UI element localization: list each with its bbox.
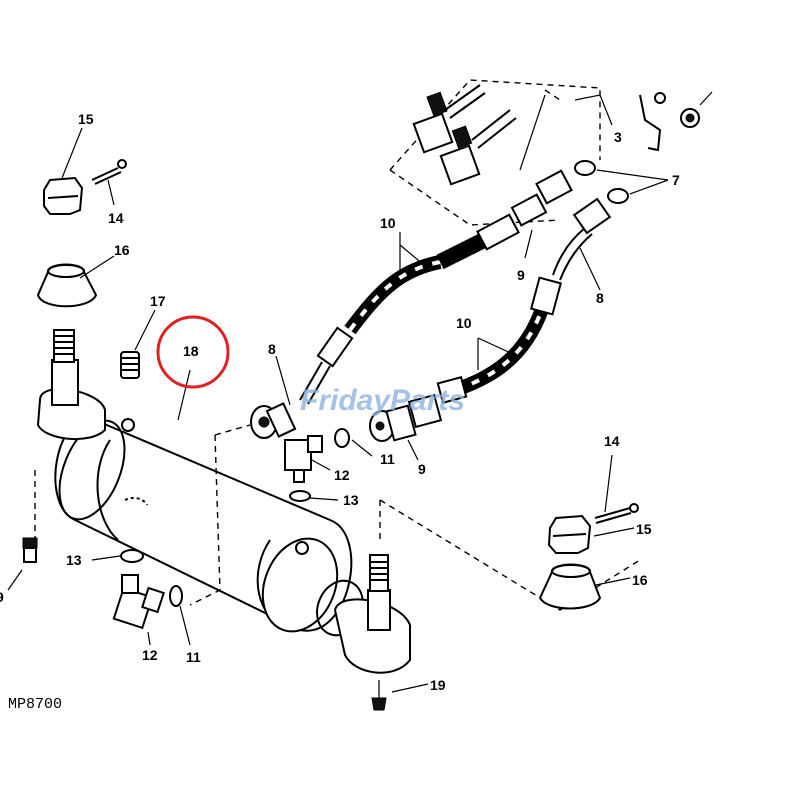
fitting-9-lower bbox=[369, 393, 443, 442]
dust-seal-16-right bbox=[538, 563, 602, 610]
callout-3: 3 bbox=[614, 129, 622, 145]
callout-10-mid: 10 bbox=[456, 315, 472, 331]
fitting-8-left bbox=[250, 402, 297, 439]
callout-15-right: 15 bbox=[636, 521, 652, 537]
watermark: FridayParts bbox=[300, 384, 465, 417]
callout-11-mid: 11 bbox=[380, 451, 395, 467]
castle-nut-15-right bbox=[547, 514, 592, 554]
highlight-circle bbox=[156, 315, 230, 389]
figure-code: MP8700 bbox=[8, 696, 62, 713]
cotter-pin-14-right bbox=[594, 503, 639, 524]
hose-lower bbox=[436, 197, 612, 404]
cotter-pin-14-left bbox=[91, 159, 127, 185]
callout-10-top: 10 bbox=[380, 215, 396, 231]
callout-16-right: 16 bbox=[632, 572, 648, 588]
elbow-12-mid bbox=[284, 428, 350, 502]
callout-7: 7 bbox=[672, 172, 680, 188]
hose-upper bbox=[299, 169, 573, 405]
castle-nut-15-left bbox=[43, 176, 84, 215]
callout-13-mid: 13 bbox=[343, 492, 359, 508]
callout-16-left: 16 bbox=[114, 242, 130, 258]
cylinder-18 bbox=[54, 418, 364, 637]
callout-14-right: 14 bbox=[604, 433, 620, 449]
upper-fittings-group: 3 bbox=[389, 79, 622, 226]
bracket bbox=[639, 91, 713, 152]
callout-12-bottom: 12 bbox=[142, 647, 158, 663]
callout-17: 17 bbox=[150, 293, 166, 309]
callout-8-left: 8 bbox=[268, 341, 276, 357]
callout-9-edge: 9 bbox=[0, 589, 4, 605]
fitting-3a bbox=[412, 84, 486, 154]
callout-8-right: 8 bbox=[596, 290, 604, 306]
elbow-12-bottom bbox=[112, 549, 183, 630]
callout-15-left: 15 bbox=[78, 111, 94, 127]
callout-9-top: 9 bbox=[517, 267, 525, 283]
callout-11-bottom: 11 bbox=[186, 649, 201, 665]
callout-18: 18 bbox=[183, 343, 199, 359]
callout-12-mid: 12 bbox=[334, 467, 350, 483]
callout-9-mid: 9 bbox=[418, 461, 426, 477]
callout-13-left: 13 bbox=[66, 552, 82, 568]
dust-seal-16-left bbox=[36, 263, 98, 308]
rod-end-left bbox=[36, 329, 106, 441]
bleed-screw-left bbox=[7, 537, 38, 591]
o-rings-7: 7 bbox=[574, 160, 680, 204]
leader-lines bbox=[61, 127, 635, 693]
callout-14-left: 14 bbox=[108, 210, 124, 226]
fitting-3b bbox=[439, 109, 517, 186]
callout-19: 19 bbox=[430, 677, 446, 693]
bushing-17 bbox=[120, 351, 140, 379]
callout-labels: 15 14 16 17 18 10 9 8 8 10 11 12 13 9 13… bbox=[0, 111, 652, 693]
rod-end-right bbox=[333, 554, 411, 711]
